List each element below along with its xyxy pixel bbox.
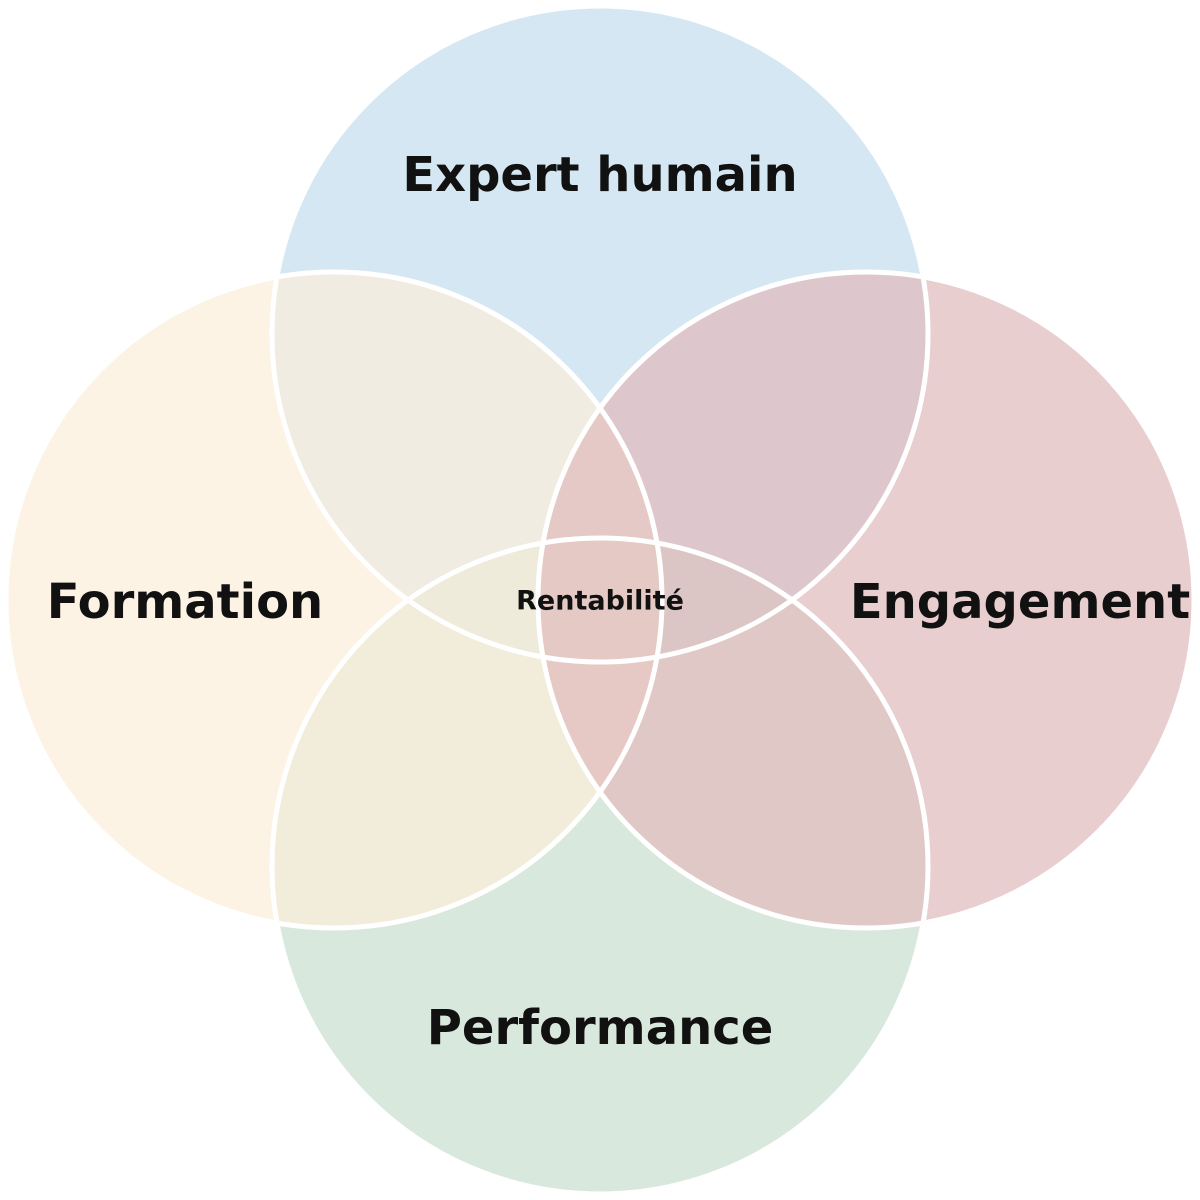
label-rentabilite: Rentabilité bbox=[516, 585, 684, 617]
circle-right bbox=[538, 272, 1194, 928]
label-engagement: Engagement bbox=[849, 574, 1191, 630]
circle-outline-right bbox=[535, 269, 1197, 931]
circle-outline-top bbox=[269, 3, 931, 665]
label-expert-humain: Expert humain bbox=[402, 147, 798, 203]
circle-outline-bottom bbox=[269, 535, 931, 1197]
circle-outline-left bbox=[3, 269, 665, 931]
label-performance: Performance bbox=[426, 1000, 774, 1056]
circle-left bbox=[6, 272, 662, 928]
label-formation: Formation bbox=[46, 574, 324, 630]
